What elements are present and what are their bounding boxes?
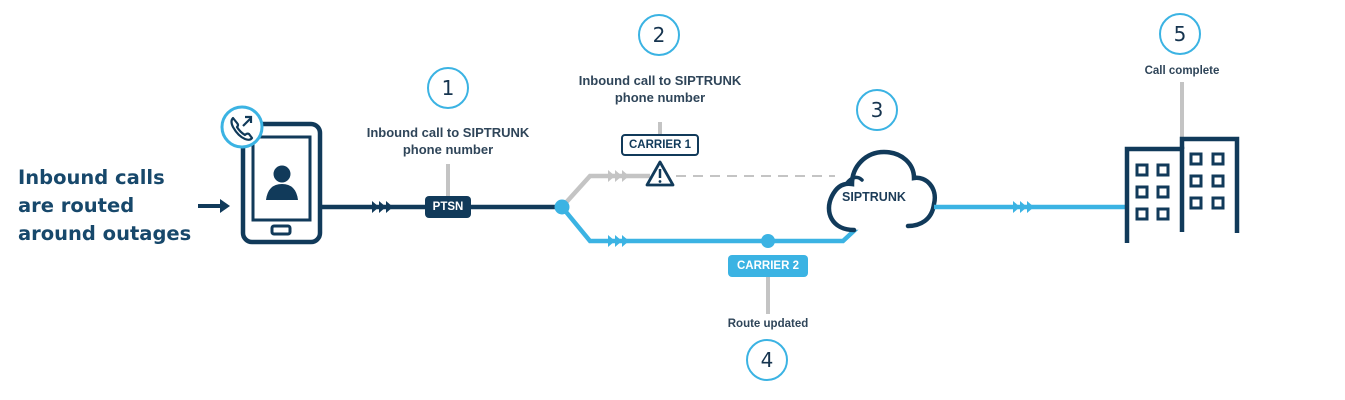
office-building-icon (1124, 136, 1240, 243)
step-5-label: Call complete (1144, 65, 1220, 77)
carrier1-path (560, 122, 835, 209)
headline-line: Inbound calls (18, 166, 165, 189)
cloud-icon (826, 149, 938, 233)
step-2-number: 2 (638, 14, 680, 56)
warning-triangle-icon (645, 160, 675, 187)
input-arrow (198, 199, 230, 213)
contact-icon (273, 165, 291, 183)
outgoing-call-icon (220, 105, 264, 149)
carrier2-badge: CARRIER 2 (728, 255, 808, 277)
step-1-label-line: Inbound call to SIPTRUNK (366, 125, 530, 140)
headline: Inbound calls are routed around outages (18, 164, 191, 248)
ptsn-badge: PTSN (425, 196, 471, 218)
step-2-label-line: Inbound call to SIPTRUNK (578, 73, 742, 88)
step-3-number: 3 (856, 89, 898, 131)
carrier1-badge: CARRIER 1 (621, 134, 699, 156)
carrier2-path (560, 205, 859, 314)
step-1-label: Inbound call to SIPTRUNK phone number (350, 124, 546, 158)
step-1-number: 1 (427, 67, 469, 109)
step-2-label-line: phone number (614, 90, 706, 105)
step-4-number: 4 (746, 339, 788, 381)
step-5-number: 5 (1159, 13, 1201, 55)
completion-line (934, 82, 1184, 213)
headline-line: are routed (18, 194, 135, 217)
junction-node (554, 199, 570, 215)
step-2-label: Inbound call to SIPTRUNK phone number (562, 72, 758, 106)
smartphone-icon (240, 121, 323, 245)
step-4-label: Route updated (727, 318, 809, 330)
headline-line: around outages (18, 222, 192, 245)
cloud-label: SIPTRUNK (842, 190, 906, 204)
step-1-label-line: phone number (402, 142, 494, 157)
